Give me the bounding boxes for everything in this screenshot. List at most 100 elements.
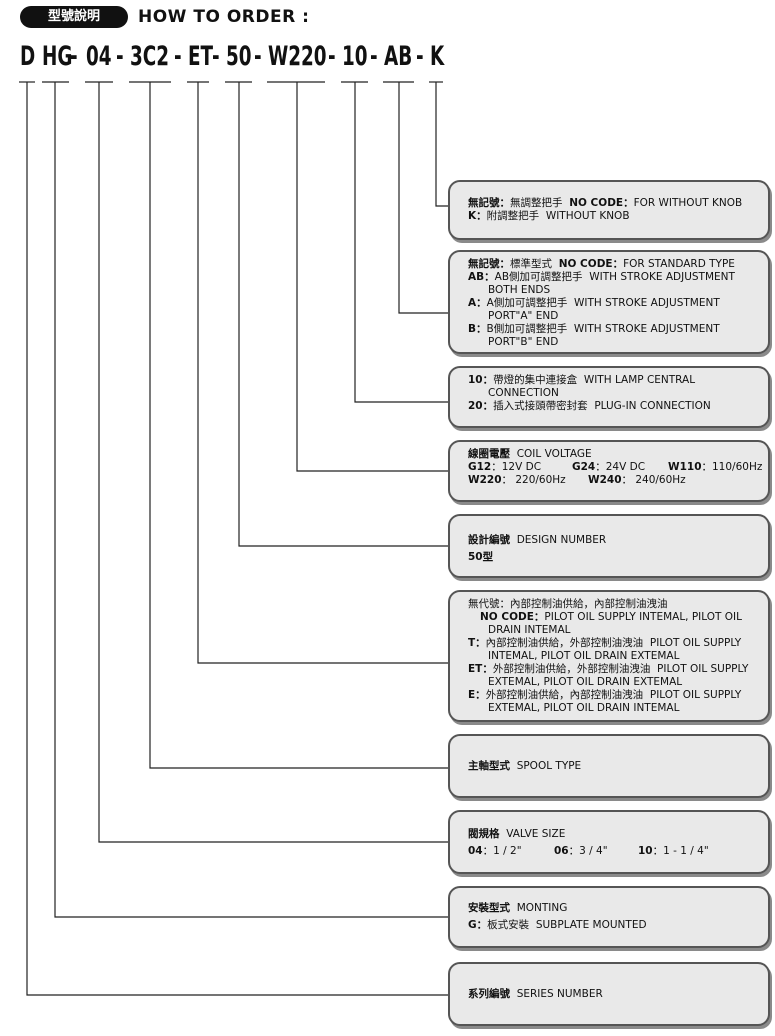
code-label: AB： [468, 271, 495, 283]
description-en: WITH STROKE ADJUSTMENT [589, 271, 735, 283]
code-segment-connection: 10 [342, 41, 368, 72]
description-zh: B側加可調整把手 [486, 323, 568, 335]
option-value: ：1 / 2" [482, 845, 522, 857]
code-segment-valve-size: 04 [86, 41, 112, 72]
code-label: 04 [468, 845, 483, 857]
code-label: E： [468, 689, 486, 701]
code-label: G12 [468, 461, 492, 473]
description-en-cont: BOTH ENDS [488, 284, 551, 296]
description-en: PILOT OIL SUPPLY [657, 663, 749, 675]
description-zh: 無調整把手 [510, 197, 563, 209]
code-separator: - [254, 41, 262, 72]
code-separator: - [416, 41, 424, 72]
box-design-number: 設計編號 DESIGN NUMBER 50型 [448, 514, 770, 578]
code-label: W220 [468, 474, 502, 486]
option-value: 50型 [468, 551, 494, 563]
code-label: NO CODE： [558, 258, 624, 270]
box-series-number: 系列編號 SERIES NUMBER [448, 962, 770, 1026]
option-value: ：110/60Hz [701, 461, 763, 473]
code-segment-mounting: HG [42, 41, 73, 72]
code-label: NO CODE： [480, 611, 545, 623]
code-segment-series: D [20, 41, 36, 72]
option-value: ：3 / 4" [568, 845, 608, 857]
section-title-zh: 主軸型式 [468, 760, 510, 772]
section-title-zh: 設計編號 [468, 534, 510, 546]
header-title: HOW TO ORDER : [138, 7, 310, 27]
code-label: K： [468, 210, 487, 222]
code-separator: - [328, 41, 336, 72]
leader-series [26, 82, 450, 996]
section-title-en: DESIGN NUMBER [516, 534, 607, 546]
leader-voltage [296, 82, 450, 472]
section-title-zh: 安裝型式 [468, 902, 510, 914]
description-zh: 板式安裝 [487, 919, 530, 931]
description-en-cont: EXTEMAL, PILOT OIL DRAIN INTEMAL [488, 702, 680, 714]
description-en: WITH STROKE ADJUSTMENT [573, 323, 720, 335]
code-segment-design: 50 [226, 41, 252, 72]
leader-design [238, 82, 450, 547]
description-zh: 插入式接頭帶密封套 [493, 400, 588, 412]
description-en-cont: PORT"A" END [488, 310, 559, 322]
description-zh: 內部控制油供給，外部控制油洩油 [485, 637, 644, 649]
code-label: 10 [638, 845, 653, 857]
header: 型號說明 HOW TO ORDER : [20, 6, 520, 30]
section-title-en: MONTING [516, 902, 568, 914]
box-valve-size: 閥規格 VALVE SIZE 04：1 / 2" 06：3 / 4" 10：1 - … [448, 810, 770, 874]
box-electrical-connection: 10：帶燈的集中連接盒 WITH LAMP CENTRAL CONNECTION… [448, 366, 770, 428]
code-separator: - [174, 41, 182, 72]
description-en: WITH STROKE ADJUSTMENT [574, 297, 720, 309]
option-value: ：1 - 1 / 4" [652, 845, 709, 857]
description-zh: 無代號：內部控制油供給，內部控制油洩油 [468, 598, 668, 610]
description-zh: 外部控制油供給，外部控制油洩油 [492, 663, 651, 675]
code-label: B： [468, 323, 487, 335]
description-en: WITH LAMP CENTRAL [583, 374, 696, 386]
option-value: ： 220/60Hz [501, 474, 566, 486]
code-label: W240 [588, 474, 622, 486]
section-title-en: SPOOL TYPE [516, 760, 582, 772]
code-segment-stroke: AB [384, 41, 413, 72]
code-label: 06 [554, 845, 569, 857]
description-zh: A側加可調整把手 [486, 297, 568, 309]
leader-knob [435, 82, 450, 207]
description-en-cont: PORT"B" END [488, 336, 559, 348]
code-separator: - [212, 41, 220, 72]
code-segment-knob: K [430, 41, 445, 72]
code-label: 無記號： [468, 197, 510, 209]
code-label: T： [468, 637, 486, 649]
leader-stroke [398, 82, 450, 314]
description-zh: AB側加可調整把手 [494, 271, 583, 283]
description-zh: 附調整把手 [486, 210, 540, 222]
description-en-cont: INTEMAL, PILOT OIL DRAIN EXTEMAL [488, 650, 680, 662]
description-en: PILOT OIL SUPPLY [649, 689, 742, 701]
option-value: ：12V DC [491, 461, 542, 473]
description-en: SUBPLATE MOUNTED [535, 919, 647, 931]
model-code: D HG - 04 - 3C2 - ET - 50 - W220 - 10 - … [0, 38, 775, 78]
section-title-zh: 線圈電壓 [468, 448, 510, 460]
section-title-en: SERIES NUMBER [516, 988, 603, 1000]
leader-mounting [54, 82, 450, 918]
description-zh: 帶燈的集中連接盒 [493, 374, 578, 386]
description-en: PILOT OIL SUPPLY INTEMAL, PILOT OIL [544, 611, 742, 623]
leader-connection [354, 82, 450, 403]
description-zh: 外部控制油供給，內部控制油洩油 [485, 689, 644, 701]
code-separator: - [70, 41, 78, 72]
box-pilot-oil: 無代號：內部控制油供給，內部控制油洩油 NO CODE：PILOT OIL SU… [448, 590, 770, 722]
section-title-en: VALVE SIZE [506, 828, 566, 840]
box-spool-type: 主軸型式 SPOOL TYPE [448, 734, 770, 798]
option-value: ： 240/60Hz [621, 474, 686, 486]
box-stroke-adjustment: 無記號：標準型式 NO CODE：FOR STANDARD TYPE AB：AB… [448, 250, 770, 354]
code-segment-voltage: W220 [268, 41, 327, 72]
header-badge: 型號說明 [20, 6, 128, 28]
description-en-cont: CONNECTION [488, 387, 559, 399]
code-label: NO CODE： [569, 197, 634, 209]
code-label: 10： [468, 374, 494, 386]
section-title-zh: 閥規格 [468, 828, 500, 840]
code-separator: - [370, 41, 378, 72]
code-label: W110 [668, 461, 702, 473]
section-title-en: COIL VOLTAGE [516, 448, 592, 460]
description-en: FOR STANDARD TYPE [623, 258, 735, 270]
description-zh: 標準型式 [510, 258, 552, 270]
description-en: FOR WITHOUT KNOB [633, 197, 743, 209]
